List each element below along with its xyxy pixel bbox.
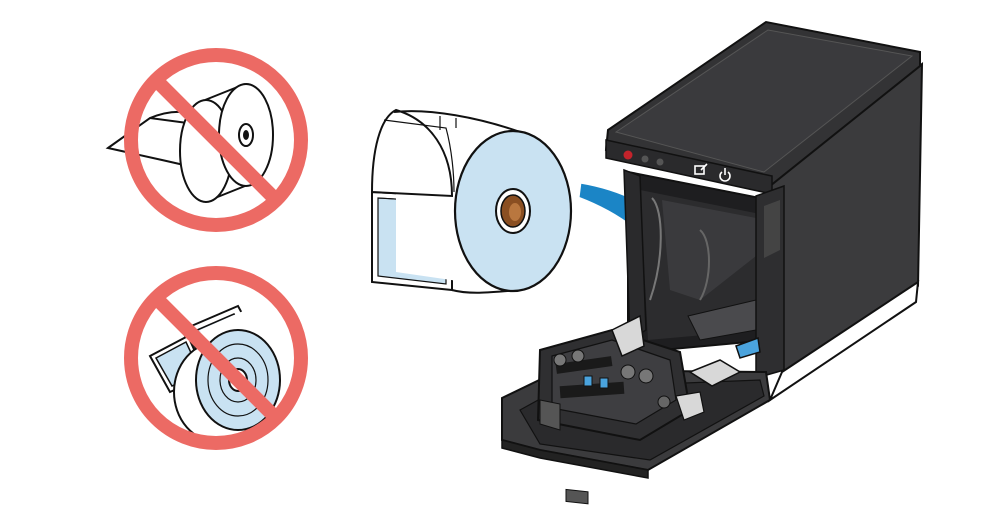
wrong-roll-inverted-label — [148, 304, 281, 443]
prohibition-icon — [124, 266, 308, 450]
error-led-icon — [623, 150, 633, 160]
correct-label-roll — [370, 108, 573, 294]
feed-icon — [694, 163, 708, 175]
led-icon — [641, 155, 649, 163]
power-icon — [719, 168, 731, 182]
release-lever — [735, 336, 761, 359]
led-icon — [656, 158, 664, 166]
prohibition-icon — [124, 48, 308, 232]
printer — [501, 20, 924, 505]
